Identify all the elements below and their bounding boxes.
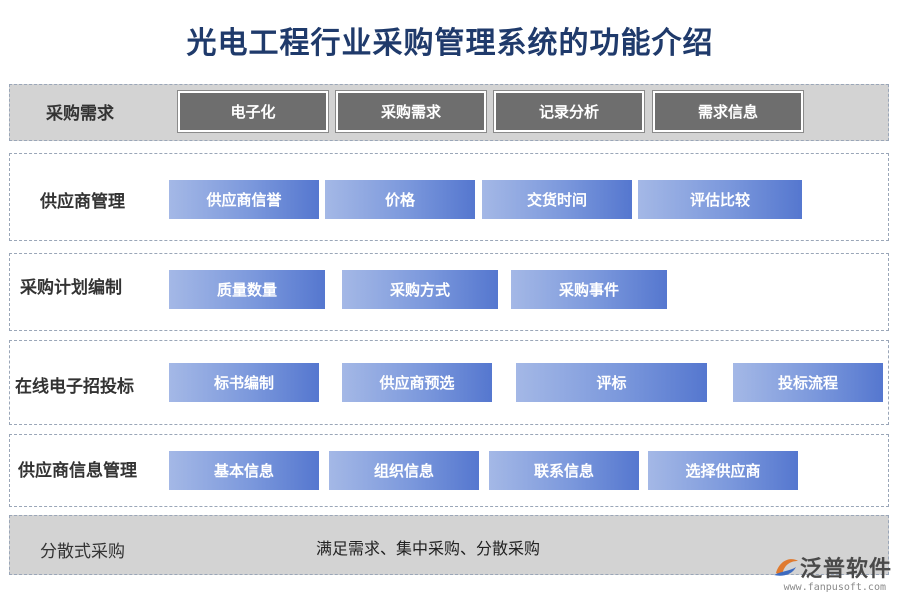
brand-logo: 泛普软件 xyxy=(772,551,892,583)
item-box: 采购方式 xyxy=(341,269,499,310)
section-label: 分散式采购 xyxy=(40,542,125,562)
section-supplier-info: 供应商信息管理 基本信息 组织信息 联系信息 选择供应商 xyxy=(9,434,889,507)
section-decentralized-procurement: 分散式采购 满足需求、集中采购、分散采购 xyxy=(9,515,889,575)
fanpu-logo-icon xyxy=(773,559,798,576)
item-box: 采购需求 xyxy=(336,91,486,132)
section-label: 采购需求 xyxy=(46,104,114,124)
section-label: 供应商管理 xyxy=(40,192,125,212)
section-procurement-demand: 采购需求 电子化 采购需求 记录分析 需求信息 xyxy=(9,84,889,141)
item-box: 联系信息 xyxy=(488,450,640,491)
section-procurement-planning: 采购计划编制 质量数量 采购方式 采购事件 xyxy=(9,253,889,331)
item-box: 基本信息 xyxy=(168,450,320,491)
item-box: 记录分析 xyxy=(494,91,644,132)
section-label: 在线电子招投标 xyxy=(15,377,134,397)
item-box: 价格 xyxy=(324,179,476,220)
item-box: 评估比较 xyxy=(637,179,803,220)
item-box: 供应商信誉 xyxy=(168,179,320,220)
section-description: 满足需求、集中采购、分散采购 xyxy=(316,539,541,558)
item-box: 标书编制 xyxy=(168,362,320,403)
item-box: 供应商预选 xyxy=(341,362,493,403)
item-box: 采购事件 xyxy=(510,269,668,310)
item-box: 组织信息 xyxy=(328,450,480,491)
item-box: 评标 xyxy=(515,362,708,403)
item-box: 质量数量 xyxy=(168,269,326,310)
logo-url: www.fanpusoft.com xyxy=(783,582,886,593)
item-box: 选择供应商 xyxy=(647,450,799,491)
logo-name: 泛普软件 xyxy=(799,557,892,582)
item-box: 投标流程 xyxy=(732,362,884,403)
section-label: 供应商信息管理 xyxy=(18,461,137,481)
section-online-bidding: 在线电子招投标 标书编制 供应商预选 评标 投标流程 xyxy=(9,340,889,425)
item-box: 交货时间 xyxy=(481,179,633,220)
section-label: 采购计划编制 xyxy=(20,278,122,298)
page-title: 光电工程行业采购管理系统的功能介绍 xyxy=(186,26,714,61)
section-supplier-management: 供应商管理 供应商信誉 价格 交货时间 评估比较 xyxy=(9,153,889,241)
item-box: 需求信息 xyxy=(653,91,803,132)
item-box: 电子化 xyxy=(178,91,328,132)
